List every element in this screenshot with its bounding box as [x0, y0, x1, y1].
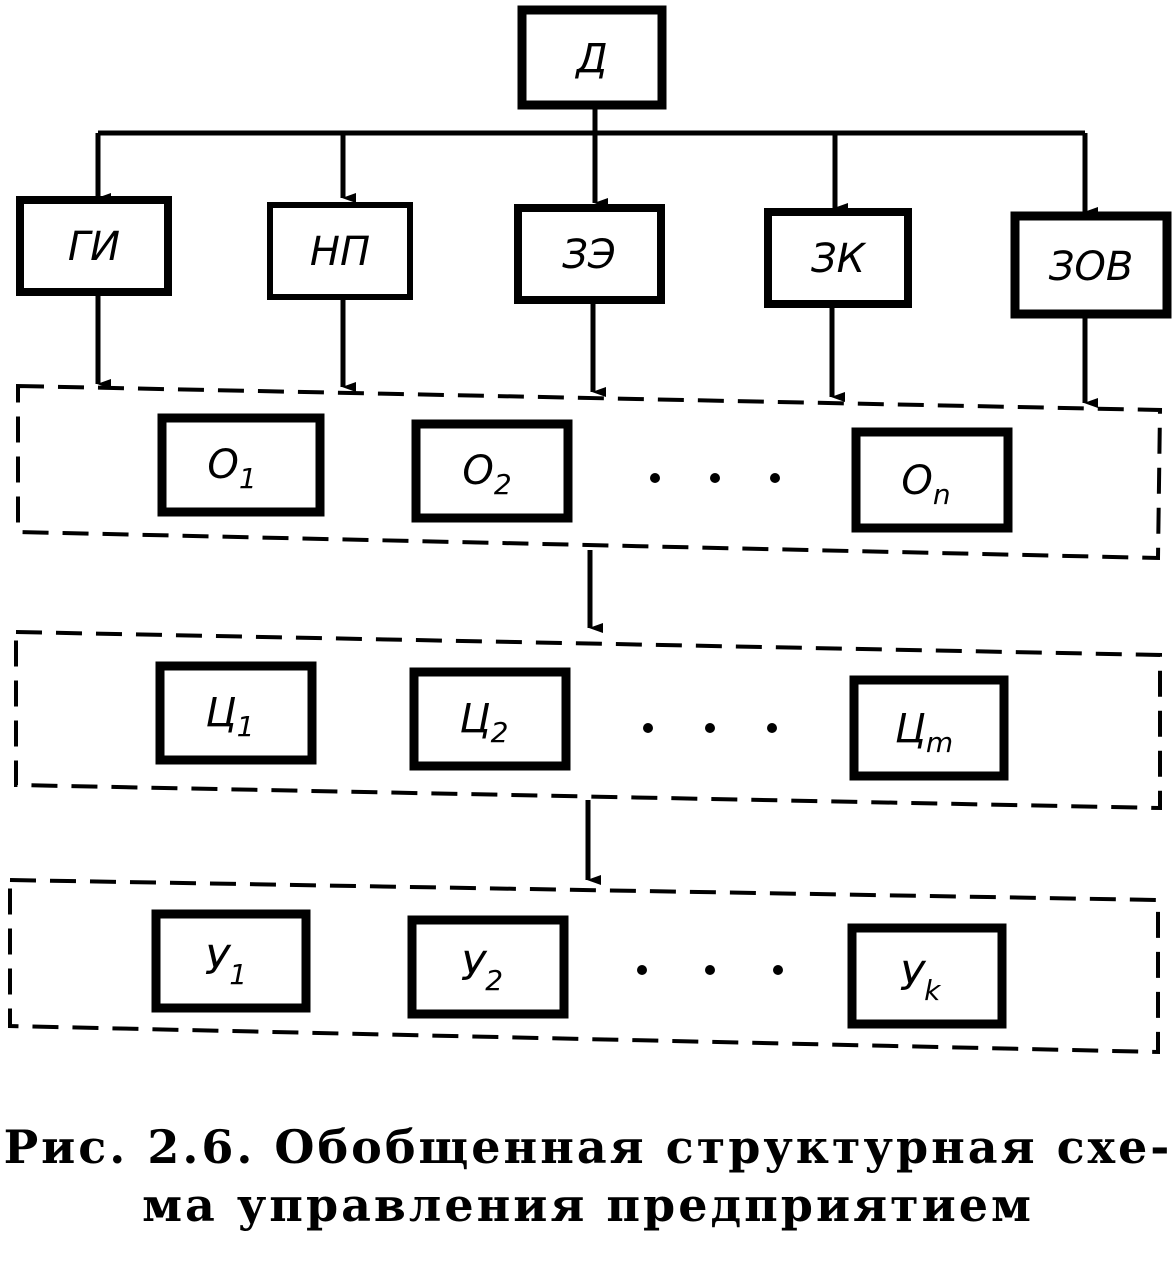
group-u-box-1-letter: У: [205, 938, 232, 984]
department-ze: ЗЭ: [514, 204, 665, 304]
department-zk: ЗК: [764, 208, 912, 308]
director-label: Д: [574, 36, 607, 82]
department-label-ze: ЗЭ: [562, 232, 616, 278]
group-o-box-2: О2: [411, 419, 573, 523]
svg-text:О2: О2: [462, 448, 511, 501]
figure-caption-line-2: ма управления предприятием: [142, 1178, 1034, 1232]
group-o-box-1-letter: О: [207, 442, 238, 488]
group-u-box-2-index: 2: [485, 964, 503, 997]
figure-caption-line-1: Рис. 2.6. Обобщенная структурная схе-: [3, 1120, 1173, 1174]
svg-text:Уk: Уk: [900, 954, 942, 1007]
svg-text:Ц2: Ц2: [460, 696, 509, 749]
group-o-frame: [16, 383, 1163, 561]
group-c-box-m: Цm: [849, 675, 1009, 781]
group-u-ellipsis: [637, 965, 783, 975]
svg-text:У2: У2: [461, 944, 503, 997]
group-u-box-k-letter: У: [900, 954, 927, 1000]
figure-caption: Рис. 2.6. Обобщенная структурная схе- ма…: [0, 1118, 1176, 1234]
group-u-box-1-index: 1: [229, 958, 247, 991]
group-c-box-2-index: 2: [491, 716, 509, 749]
department-label-zov: ЗОВ: [1049, 244, 1134, 290]
group-c-frame: [14, 629, 1162, 811]
department-zov: ЗОВ: [1010, 211, 1172, 319]
svg-text:Цm: Цm: [895, 706, 953, 759]
group-u: У1 У2 Уk: [8, 877, 1160, 1055]
enterprise-management-diagram: Д ГИ НП ЗЭ ЗК ЗОВ О1: [8, 5, 1172, 1055]
group-u-box-2-letter: У: [461, 944, 488, 990]
group-u-box-k-index: k: [924, 974, 942, 1007]
department-label-gi: ГИ: [68, 224, 120, 270]
group-c-box-2: Ц2: [409, 667, 571, 771]
svg-text:Оn: Оn: [901, 458, 950, 511]
svg-text:Ц1: Ц1: [206, 690, 255, 743]
group-u-box-1: У1: [151, 909, 311, 1013]
group-o-box-2-index: 2: [494, 468, 512, 501]
department-np: НП: [267, 202, 413, 300]
department-gi: ГИ: [16, 196, 172, 296]
group-o-box-n-index: n: [933, 478, 951, 511]
group-o: О1 О2 Оn: [16, 383, 1163, 561]
group-o-box-n-letter: О: [901, 458, 932, 504]
group-c-box-m-index: m: [926, 726, 953, 759]
group-c: Ц1 Ц2 Цm: [14, 629, 1162, 811]
group-c-box-1: Ц1: [155, 661, 317, 765]
group-o-box-1: О1: [157, 413, 325, 517]
svg-text:О1: О1: [207, 442, 256, 495]
group-o-ellipsis: [650, 473, 780, 483]
group-c-box-1-index: 1: [237, 710, 255, 743]
department-label-np: НП: [310, 229, 370, 275]
group-u-box-k: Уk: [847, 923, 1007, 1029]
group-o-box-1-index: 1: [239, 462, 257, 495]
group-c-box-2-letter: Ц: [460, 696, 491, 742]
group-c-ellipsis: [643, 723, 777, 733]
director-node: Д: [517, 5, 667, 110]
department-label-zk: ЗК: [811, 236, 867, 282]
svg-text:У1: У1: [205, 938, 247, 991]
group-o-box-n: Оn: [851, 427, 1013, 533]
group-c-box-m-letter: Ц: [895, 706, 926, 752]
group-c-box-1-letter: Ц: [206, 690, 237, 736]
group-u-frame: [8, 877, 1160, 1055]
group-o-box-2-letter: О: [462, 448, 493, 494]
group-u-box-2: У2: [407, 915, 569, 1019]
